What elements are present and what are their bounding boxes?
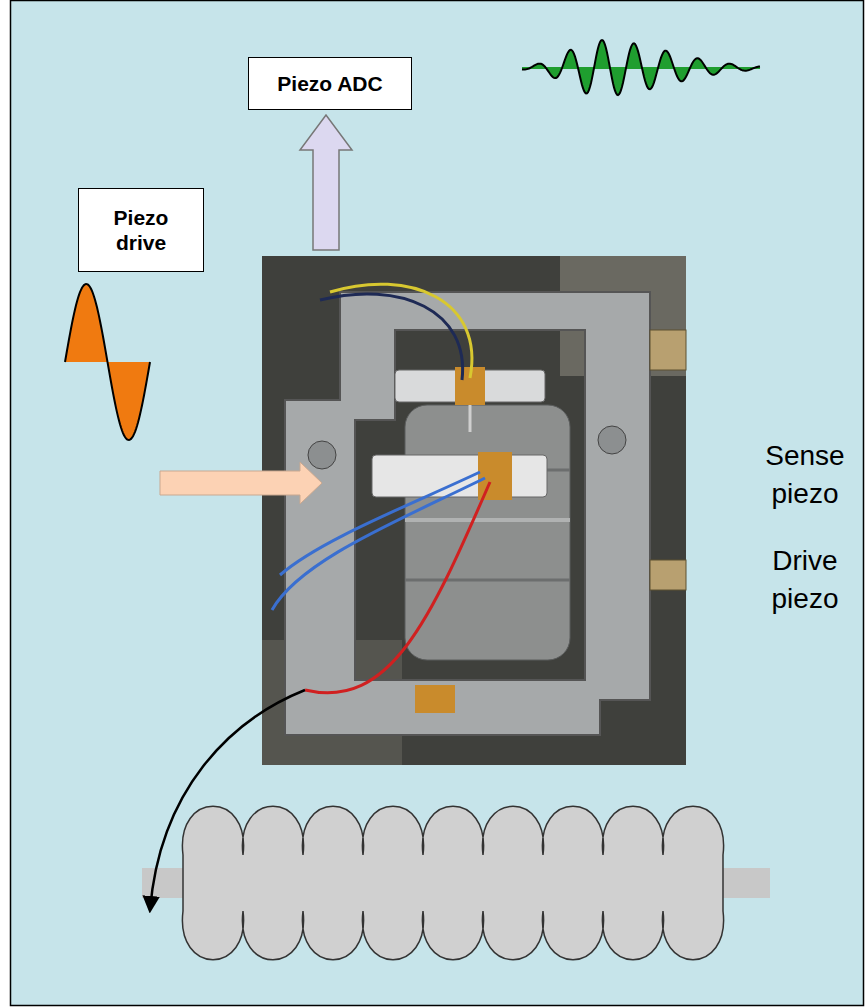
frame-bolt [308,441,336,469]
box-label: Piezo drive [96,205,186,255]
brass-bolt [650,560,686,590]
disc-ring [405,518,570,522]
adc-box: Piezo ADC [248,57,412,110]
box-label: Piezo ADC [277,71,382,96]
sense-wire [320,294,463,380]
ringdown-fill [522,40,760,95]
brass-bolt [650,330,686,370]
leader-arrow [150,690,305,910]
drive-box: Piezo drive [78,188,204,272]
tuner-photo [262,256,686,765]
cavity [142,806,770,960]
frame-bolt [598,426,626,454]
signal-arrow [160,462,322,504]
signal-arrow [300,115,352,250]
tuner-disc [405,405,570,660]
kapton-tape [415,685,455,713]
photo-ground [262,256,686,765]
part-label: Sense piezo [750,437,860,513]
cavity-cells [182,806,723,960]
part-label: Drive piezo [750,542,860,618]
kapton-tape [478,452,512,500]
drive-wave [65,284,150,440]
push-pin [469,402,472,432]
tuner-frame [285,292,650,735]
drive-wave-fill [65,284,150,440]
waveforms [65,40,760,440]
background-panel [11,1,864,1006]
disc-ring [405,579,570,582]
ringdown-wave [522,40,760,95]
drive-wire [305,482,490,693]
